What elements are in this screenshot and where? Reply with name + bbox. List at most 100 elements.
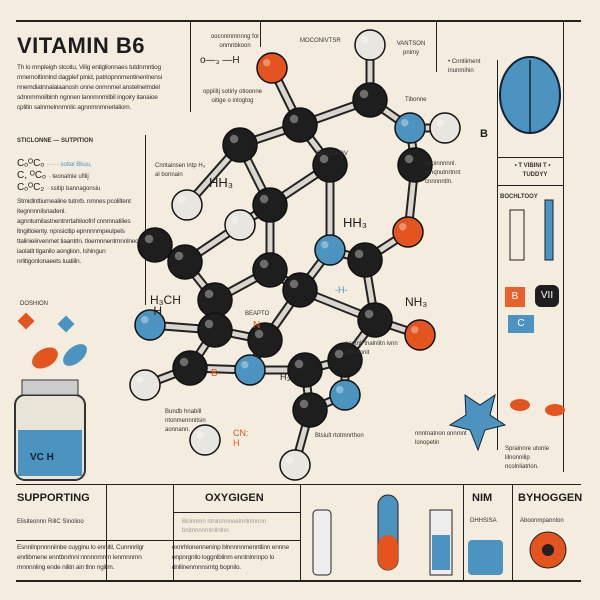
formula: CₒᴼC₂ xyxy=(17,182,45,193)
leaf-icon xyxy=(448,393,507,452)
atom xyxy=(327,342,363,378)
atom xyxy=(329,379,361,411)
atom-shine xyxy=(179,357,189,367)
atom xyxy=(134,309,166,341)
badge-vii: VII xyxy=(535,285,559,307)
vial-fill xyxy=(432,535,450,570)
atom-shine xyxy=(136,376,144,384)
divider xyxy=(497,60,498,450)
note: Bundb hnabill ntonmennnitsin aonnann. xyxy=(165,409,206,433)
atom xyxy=(429,112,461,144)
atom xyxy=(292,392,328,428)
atom-shine xyxy=(359,89,369,99)
atom xyxy=(137,227,173,263)
formula-note: · teonalnie ufllij xyxy=(48,174,89,180)
atom xyxy=(354,29,386,61)
atom-shine xyxy=(196,431,204,439)
atom-shine xyxy=(174,251,184,261)
label-h: -H- xyxy=(335,285,348,295)
atom xyxy=(279,449,311,481)
leaf-icon xyxy=(63,344,87,366)
atom-shine xyxy=(241,361,249,369)
divider xyxy=(260,22,261,47)
label-or-colov: OR COLOV xyxy=(316,151,348,157)
jar-lid xyxy=(21,379,79,396)
atom xyxy=(404,319,436,351)
diamond-icon xyxy=(57,315,75,333)
byhoggen-heading: BYHOGGEN xyxy=(518,492,583,504)
marker-b: B xyxy=(480,128,488,140)
jar-liquid xyxy=(18,430,82,476)
label-cn: CN: H xyxy=(233,428,249,448)
atom-shine xyxy=(354,249,364,259)
atom-shine xyxy=(289,279,299,289)
atom xyxy=(247,322,283,358)
atom xyxy=(197,312,233,348)
atom xyxy=(282,107,318,143)
label-hh3: HH₃ xyxy=(343,215,368,230)
divider xyxy=(16,484,581,485)
note: nnntnatnon onnmnt lonopetin xyxy=(415,431,467,446)
atom xyxy=(347,242,383,278)
label-nh3: NH₃ xyxy=(405,295,428,309)
formula-note: ······ soltal Bkuu, xyxy=(46,162,92,168)
supporting-heading: SUPPORTING xyxy=(17,492,90,504)
atom-shine xyxy=(294,359,304,369)
divider xyxy=(145,135,146,305)
nim-sub: DHHSISA xyxy=(470,518,497,524)
divider xyxy=(173,512,300,513)
label-n: N xyxy=(253,320,261,331)
leaf-icon xyxy=(32,347,58,369)
flower-center xyxy=(542,544,554,556)
atom-shine xyxy=(436,119,444,127)
atom-shine xyxy=(401,119,409,127)
atom-shine xyxy=(178,196,186,204)
formula: C, ᴼCₒ xyxy=(17,170,46,181)
atom xyxy=(314,234,346,266)
atom xyxy=(312,147,348,183)
note: ttooinnnnnl. ntnqnutnrtnnt cnnnnntln. xyxy=(425,161,461,185)
atom xyxy=(129,369,161,401)
oxygen-sub: Bionnmn ntninmnnoelnnlnlnnnn bnitnnnnmln… xyxy=(182,519,267,534)
scale-label: BOCHLTOOY xyxy=(500,194,538,200)
formula-note: · ssitip bannagonsiu xyxy=(47,186,101,192)
divider xyxy=(173,485,174,580)
atom-shine xyxy=(229,134,239,144)
atom-shine xyxy=(399,223,407,231)
doshion-label: DOSHION xyxy=(20,301,49,307)
syringe-icon xyxy=(312,509,332,576)
atom-shine xyxy=(259,259,269,269)
divider xyxy=(463,485,464,580)
formula-list: CₒᴼCₒ ······ soltal Bkuu, C, ᴼCₒ · teona… xyxy=(17,158,142,194)
atom xyxy=(357,302,393,338)
note: Tibonne xyxy=(405,97,427,103)
atom-shine xyxy=(319,154,329,164)
formula-oh: o—₃ —H xyxy=(200,55,240,66)
note: Cnntainsen lntp H₃ al bonnain xyxy=(155,163,206,178)
divider xyxy=(497,185,563,186)
atom-shine xyxy=(364,309,374,319)
brain-caption: • T VIBINI T • TUDDYY xyxy=(514,163,551,178)
plant-icon xyxy=(545,404,565,416)
atom xyxy=(189,424,221,456)
note: ooetnli tnalnlitn ivnn lotn eonit xyxy=(345,341,398,356)
formula: CₒᴼCₒ xyxy=(17,158,45,169)
intro-text: Th lo mnpleigh stcoitu, Vilig entiglionn… xyxy=(17,64,162,111)
supporting-text: Esnnilnpnnnniinbe cuyginu lo ennitil, Cu… xyxy=(17,544,144,571)
label-h3ch: H₃CH H xyxy=(150,293,181,318)
divider xyxy=(16,540,300,541)
divider xyxy=(300,485,301,580)
test-tube-icon xyxy=(544,199,554,261)
atom-shine xyxy=(334,349,344,359)
atom-shine xyxy=(263,59,271,67)
atom-shine xyxy=(321,241,329,249)
byhoggen-sub: Aboonmpannlon xyxy=(520,518,564,524)
label-h3nh3: H₃NH₃ xyxy=(280,372,307,382)
note: MOCONIVTSR xyxy=(300,38,341,44)
atom-shine xyxy=(404,154,414,164)
label-benzo: BEAPTO xyxy=(245,311,270,317)
divider xyxy=(16,580,581,582)
badge-b: B xyxy=(505,287,525,307)
atom-shine xyxy=(361,36,369,44)
atom xyxy=(352,82,388,118)
